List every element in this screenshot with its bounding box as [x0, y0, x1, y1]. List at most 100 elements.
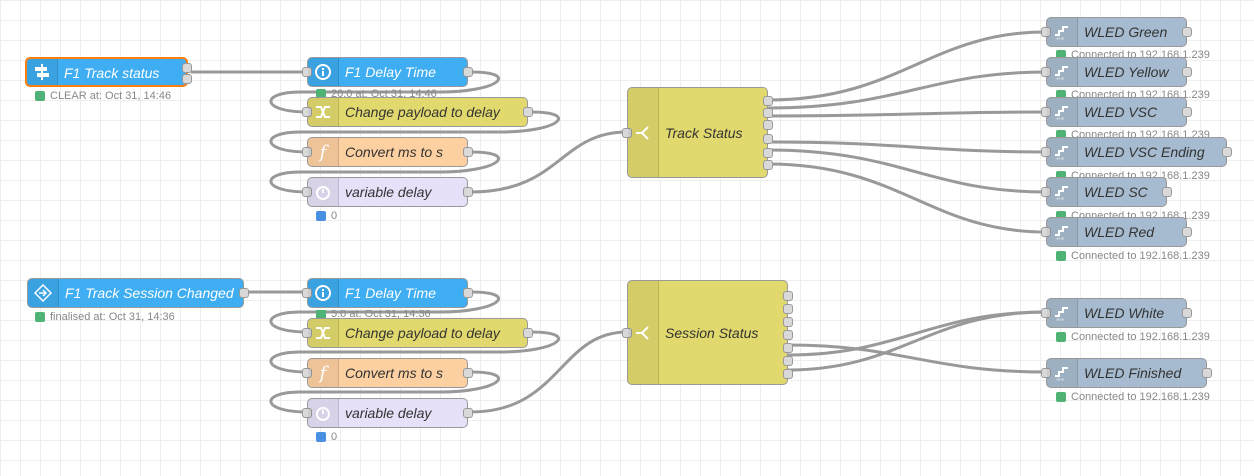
output-port[interactable] [763, 160, 773, 170]
output-port[interactable] [1182, 308, 1192, 318]
output-port[interactable] [763, 96, 773, 106]
output-port[interactable] [1202, 368, 1212, 378]
svg-text:∞∞: ∞∞ [1056, 377, 1064, 382]
wire [767, 140, 1047, 154]
output-port[interactable] [1182, 227, 1192, 237]
output-port[interactable] [463, 67, 473, 77]
switch-icon [628, 88, 659, 177]
variable-delay-node[interactable]: variable delay [302, 398, 473, 428]
convert-ms-node[interactable]: f Convert ms to s [302, 358, 473, 388]
wled-icon: ∞∞ [1047, 138, 1078, 166]
input-port[interactable] [1041, 308, 1051, 318]
svg-text:∞∞: ∞∞ [1056, 196, 1064, 201]
output-port[interactable] [763, 134, 773, 144]
f1-delay-time-node[interactable]: F1 Delay Time [302, 57, 473, 87]
wled-yellow-node[interactable]: ∞∞ WLED Yellow [1041, 57, 1192, 87]
output-port[interactable] [783, 304, 793, 314]
node-status: Connected to 192.168.1.239 [1056, 130, 1210, 139]
wled-red-node[interactable]: ∞∞ WLED Red [1041, 217, 1192, 247]
input-port[interactable] [302, 328, 312, 338]
info-icon [308, 279, 339, 307]
input-port[interactable] [302, 288, 312, 298]
output-port[interactable] [783, 356, 793, 366]
output-port[interactable] [763, 120, 773, 130]
wled-icon: ∞∞ [1047, 299, 1078, 327]
wled-green-node[interactable]: ∞∞ WLED Green [1041, 17, 1192, 47]
input-port[interactable] [1041, 187, 1051, 197]
change-payload-node[interactable]: Change payload to delay [302, 318, 533, 348]
output-port[interactable] [523, 328, 533, 338]
output-port[interactable] [783, 343, 793, 353]
node-label: WLED White [1084, 305, 1165, 321]
f1-track-status-node[interactable]: F1 Track status [25, 57, 192, 87]
node-label: WLED Red [1084, 224, 1155, 240]
input-port[interactable] [302, 107, 312, 117]
timer-icon [308, 399, 339, 427]
node-label: Convert ms to s [345, 144, 444, 160]
node-label: WLED VSC [1084, 104, 1158, 120]
output-port[interactable] [783, 291, 793, 301]
input-port[interactable] [622, 128, 632, 138]
change-payload-node[interactable]: Change payload to delay [302, 97, 533, 127]
input-port[interactable] [302, 408, 312, 418]
wire [767, 148, 1047, 194]
output-port[interactable] [1222, 147, 1232, 157]
variable-delay-node[interactable]: variable delay [302, 177, 473, 207]
wled-icon: ∞∞ [1047, 98, 1078, 126]
input-port[interactable] [1041, 227, 1051, 237]
convert-ms-node[interactable]: f Convert ms to s [302, 137, 473, 167]
input-port[interactable] [1041, 67, 1051, 77]
svg-text:∞∞: ∞∞ [1056, 116, 1064, 121]
node-label: Track Status [665, 124, 743, 141]
wled-icon: ∞∞ [1047, 178, 1078, 206]
input-port[interactable] [1041, 27, 1051, 37]
output-port[interactable] [463, 368, 473, 378]
function-icon: f [308, 359, 339, 387]
wire [787, 343, 1047, 374]
output-port[interactable] [1182, 27, 1192, 37]
output-port[interactable] [523, 107, 533, 117]
output-port[interactable] [763, 108, 773, 118]
input-port[interactable] [302, 187, 312, 197]
input-port[interactable] [302, 67, 312, 77]
wled-vsc-node[interactable]: ∞∞ WLED VSC [1041, 97, 1192, 127]
output-port[interactable] [1162, 187, 1172, 197]
output-port[interactable] [783, 330, 793, 340]
wled-white-node[interactable]: ∞∞ WLED White [1041, 298, 1192, 328]
input-port[interactable] [1041, 107, 1051, 117]
input-port[interactable] [302, 147, 312, 157]
switch-icon [628, 281, 659, 384]
f1-delay-time-node[interactable]: F1 Delay Time [302, 278, 473, 308]
output-port[interactable] [783, 369, 793, 379]
output-port[interactable] [239, 288, 249, 298]
wire [767, 110, 1047, 118]
output-port[interactable] [463, 187, 473, 197]
output-port[interactable] [763, 148, 773, 158]
wled-finished-node[interactable]: ∞∞ WLED Finished [1041, 358, 1212, 388]
shuffle-icon [308, 98, 339, 126]
node-label: WLED Green [1084, 24, 1168, 40]
output-port[interactable] [1182, 107, 1192, 117]
output-port[interactable] [783, 317, 793, 327]
f1-track-session-changed-node[interactable]: F1 Track Session Changed [27, 278, 249, 308]
output-port[interactable] [1182, 67, 1192, 77]
arrow-in-icon [28, 279, 59, 307]
input-port[interactable] [1041, 147, 1051, 157]
node-status: Connected to 192.168.1.239 [1056, 90, 1210, 99]
info-icon [308, 58, 339, 86]
svg-text:∞∞: ∞∞ [1056, 76, 1064, 81]
output-port[interactable] [463, 147, 473, 157]
wled-sc-node[interactable]: ∞∞ WLED SC [1041, 177, 1172, 207]
input-port[interactable] [302, 368, 312, 378]
output-port[interactable] [463, 408, 473, 418]
output-port[interactable] [463, 288, 473, 298]
input-port[interactable] [622, 328, 632, 338]
node-label: Session Status [665, 324, 759, 341]
session-status-switch-node[interactable]: Session Status [622, 280, 793, 385]
wled-vsc-ending-node[interactable]: ∞∞ WLED VSC Ending [1041, 137, 1232, 167]
output-port[interactable] [182, 63, 192, 73]
track-status-switch-node[interactable]: Track Status [622, 87, 773, 178]
output-port[interactable] [182, 74, 192, 84]
input-port[interactable] [1041, 368, 1051, 378]
node-label: Change payload to delay [345, 104, 500, 120]
